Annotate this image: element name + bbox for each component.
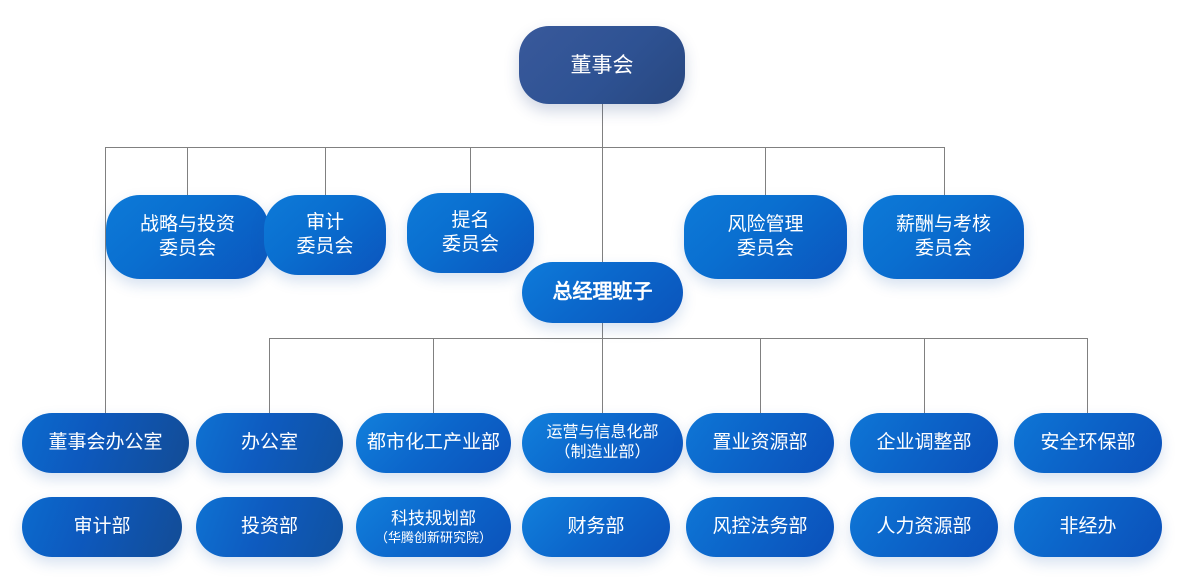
- node-finance-dept[interactable]: 财务部: [522, 497, 670, 557]
- node-nomination-committee-line1: 提名: [451, 209, 490, 231]
- node-audit-committee[interactable]: 审计 委员会: [264, 195, 386, 275]
- node-human-resources-dept-label: 人力资源部: [876, 515, 972, 537]
- node-risk-control-legal-dept-label: 风控法务部: [712, 515, 808, 537]
- node-general-office-label: 办公室: [240, 431, 298, 453]
- node-board-of-directors[interactable]: 董事会: [519, 26, 685, 104]
- connector-gm-stem: [602, 322, 603, 339]
- node-urban-chemical-industry-dept-label: 都市化工产业部: [366, 431, 500, 453]
- node-safety-environmental-dept-label: 安全环保部: [1040, 431, 1136, 453]
- node-audit-committee-line2: 委员会: [296, 236, 354, 257]
- node-sci-tech-planning-dept-line2: （华腾创新研究院）: [374, 529, 492, 545]
- connector-drop-operations: [602, 338, 603, 418]
- connector-drop-urban-chemical: [433, 338, 434, 418]
- node-operations-informatization-dept-line1: 运营与信息化部: [546, 423, 659, 441]
- connector-drop-property: [760, 338, 761, 418]
- connector-drop-compensation: [944, 147, 945, 195]
- connector-drop-risk: [765, 147, 766, 195]
- node-audit-committee-line1: 审计: [305, 211, 344, 233]
- node-operations-informatization-dept[interactable]: 运营与信息化部 （制造业部）: [522, 413, 683, 473]
- node-risk-control-legal-dept[interactable]: 风控法务部: [686, 497, 834, 557]
- node-operations-informatization-dept-line2: （制造业部）: [554, 444, 651, 461]
- node-strategy-investment-committee-line2: 委员会: [158, 238, 216, 259]
- connector-dept-bus: [269, 338, 1088, 339]
- node-property-resources-dept-label: 置业资源部: [712, 431, 808, 453]
- connector-drop-enterprise: [924, 338, 925, 418]
- connector-drop-gm-team: [602, 147, 603, 262]
- node-nomination-committee[interactable]: 提名 委员会: [407, 193, 534, 273]
- node-audit-dept-label: 审计部: [73, 515, 131, 537]
- node-non-operating-office[interactable]: 非经办: [1014, 497, 1162, 557]
- node-strategy-investment-committee[interactable]: 战略与投资 委员会: [106, 195, 269, 279]
- node-board-of-directors-label: 董事会: [570, 52, 634, 77]
- connector-root-stem: [602, 104, 603, 148]
- node-board-office[interactable]: 董事会办公室: [22, 413, 189, 473]
- connector-drop-board-office: [105, 147, 106, 418]
- node-compensation-assessment-committee-line1: 薪酬与考核: [895, 213, 991, 235]
- node-urban-chemical-industry-dept[interactable]: 都市化工产业部: [356, 413, 511, 473]
- node-enterprise-restructuring-dept-label: 企业调整部: [876, 431, 972, 453]
- connector-drop-nomination: [470, 147, 471, 195]
- node-sci-tech-planning-dept[interactable]: 科技规划部 （华腾创新研究院）: [356, 497, 511, 557]
- connector-drop-safety: [1087, 338, 1088, 418]
- node-finance-dept-label: 财务部: [567, 515, 625, 537]
- node-investment-dept[interactable]: 投资部: [196, 497, 343, 557]
- node-audit-dept[interactable]: 审计部: [22, 497, 182, 557]
- node-sci-tech-planning-dept-line1: 科技规划部: [391, 508, 476, 528]
- node-general-manager-team[interactable]: 总经理班子: [522, 262, 683, 323]
- node-risk-management-committee-line2: 委员会: [736, 238, 794, 259]
- node-property-resources-dept[interactable]: 置业资源部: [686, 413, 834, 473]
- node-safety-environmental-dept[interactable]: 安全环保部: [1014, 413, 1162, 473]
- node-strategy-investment-committee-line1: 战略与投资: [139, 213, 235, 235]
- node-compensation-assessment-committee[interactable]: 薪酬与考核 委员会: [863, 195, 1024, 279]
- node-non-operating-office-label: 非经办: [1059, 515, 1117, 537]
- node-general-office[interactable]: 办公室: [196, 413, 343, 473]
- node-general-manager-team-label: 总经理班子: [552, 280, 653, 303]
- node-board-office-label: 董事会办公室: [48, 431, 163, 453]
- connector-drop-audit-committee: [325, 147, 326, 195]
- node-nomination-committee-line2: 委员会: [441, 234, 499, 255]
- connector-drop-strategy: [187, 147, 188, 195]
- connector-drop-general-office: [269, 338, 270, 418]
- node-human-resources-dept[interactable]: 人力资源部: [850, 497, 998, 557]
- node-enterprise-restructuring-dept[interactable]: 企业调整部: [850, 413, 998, 473]
- node-risk-management-committee[interactable]: 风险管理 委员会: [684, 195, 847, 279]
- node-risk-management-committee-line1: 风险管理: [727, 213, 804, 235]
- node-investment-dept-label: 投资部: [240, 515, 298, 537]
- node-compensation-assessment-committee-line2: 委员会: [914, 238, 972, 259]
- connector-board-bus: [105, 147, 945, 148]
